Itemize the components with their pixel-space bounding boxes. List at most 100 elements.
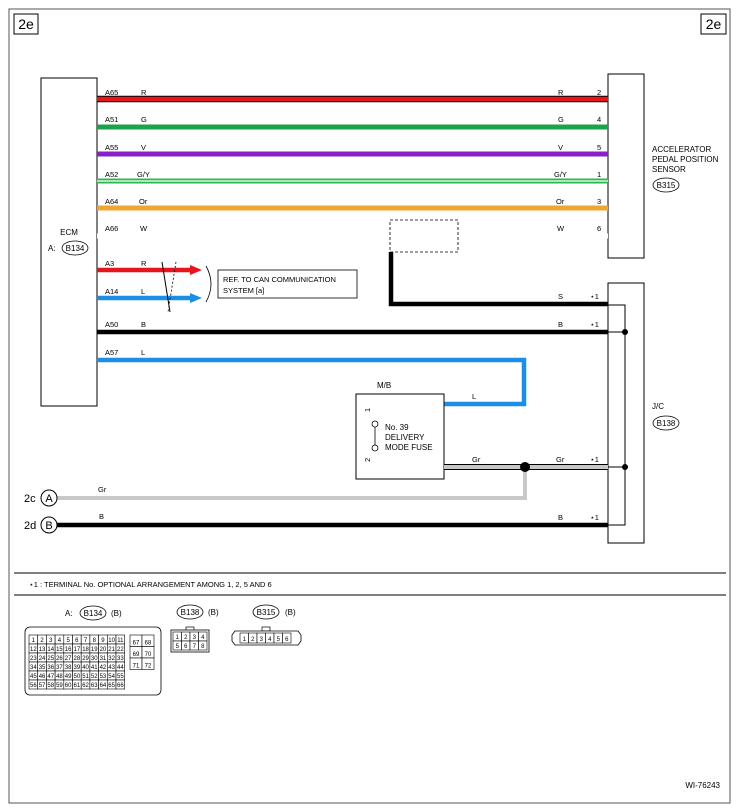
fuse-terminal-1 xyxy=(371,420,379,428)
conn-a-pin: 58 xyxy=(47,683,54,689)
conn-a-pin: 16 xyxy=(65,647,72,653)
sensor-label-3: SENSOR xyxy=(652,165,686,174)
conn-b-oval xyxy=(176,604,204,620)
conn-c-pin-cell xyxy=(282,632,292,644)
right-code-a66: W xyxy=(557,224,565,233)
jc-gr-star: ⋆1 xyxy=(590,455,599,464)
ref-2c-letter: A xyxy=(45,493,53,505)
conn-a-pin: 57 xyxy=(39,683,46,689)
conn-a-pin: 49 xyxy=(65,674,72,680)
conn-c-pin: 5 xyxy=(277,637,281,643)
conn-b-pin: 5 xyxy=(176,644,180,650)
ecm-connector-name: B134 xyxy=(66,244,85,253)
conn-b-pin: 6 xyxy=(184,644,188,650)
conn-a-pin: 43 xyxy=(108,665,115,671)
conn-a-pin: 21 xyxy=(108,647,115,653)
sensor-connector-oval xyxy=(652,177,680,193)
conn-a-pin: 32 xyxy=(108,656,115,662)
conn-a-pin-cell xyxy=(115,679,125,690)
pin-a55: A55 xyxy=(105,143,118,152)
conn-c-pin: 4 xyxy=(268,637,272,643)
page-tag-right-box xyxy=(700,13,727,35)
conn-a-suffix: (B) xyxy=(111,609,122,618)
wire-a14-arrow xyxy=(190,293,202,303)
shield-code: S xyxy=(558,292,563,301)
conn-c-name: B315 xyxy=(257,608,276,617)
ecm-connector-prefix: A: xyxy=(48,244,56,253)
conn-a-pin: 33 xyxy=(117,656,124,662)
conn-a-pin: 34 xyxy=(30,665,37,671)
conn-a-pin: 15 xyxy=(56,647,63,653)
conn-a-pin: 60 xyxy=(65,683,72,689)
conn-a-pin: 61 xyxy=(74,683,81,689)
conn-a-pin: 40 xyxy=(82,665,89,671)
fuse-label-3: MODE FUSE xyxy=(385,443,433,452)
conn-a-pin: 17 xyxy=(74,647,81,653)
conn-a-oval xyxy=(79,605,107,621)
sensor-pin-2: 2 xyxy=(597,88,601,97)
pin-a66: A66 xyxy=(105,224,118,233)
conn-a-pin: 36 xyxy=(47,665,54,671)
mb-pin-2: 2 xyxy=(363,458,372,462)
conn-a-pin: 7 xyxy=(84,638,88,644)
right-code-a64: Or xyxy=(556,197,565,206)
conn-a-pin: 41 xyxy=(91,665,98,671)
conn-a-pin: 52 xyxy=(91,674,98,680)
conn-a-pin: 39 xyxy=(74,665,81,671)
ref-2c-code: Gr xyxy=(98,485,107,494)
conn-c-latch xyxy=(261,626,271,632)
code-a65: R xyxy=(141,88,147,97)
twist-mark-solid xyxy=(161,261,171,313)
can-bracket xyxy=(205,265,212,303)
conn-a-pin: 63 xyxy=(91,683,98,689)
conn-a-pin: 13 xyxy=(39,647,46,653)
conn-a-pin: 29 xyxy=(82,656,89,662)
pin-a64: A64 xyxy=(105,197,118,206)
conn-a-pin: 22 xyxy=(117,647,124,653)
footnote: ⋆1 : TERMINAL No. OPTIONAL ARRANGEMENT A… xyxy=(29,580,272,589)
mb-pin-1: 1 xyxy=(363,408,372,412)
conn-a-pin: 51 xyxy=(82,674,89,680)
mb-block xyxy=(355,393,445,480)
conn-a-pin: 2 xyxy=(40,638,44,644)
shield-star: ⋆1 xyxy=(590,292,599,301)
right-code-a65: R xyxy=(558,88,564,97)
conn-b-pin: 7 xyxy=(193,644,197,650)
conn-a-pin: 62 xyxy=(82,683,89,689)
jc-block xyxy=(607,282,645,544)
ref-2d-star: ⋆1 xyxy=(590,513,599,522)
shield-wire xyxy=(388,252,608,307)
conn-a-pin: 3 xyxy=(49,638,53,644)
conn-a-pin-cell xyxy=(141,657,155,670)
code-a52: G/Y xyxy=(137,170,150,179)
conn-a-pin: 68 xyxy=(145,641,152,647)
conn-a-pin: 4 xyxy=(58,638,62,644)
conn-a-pin: 67 xyxy=(133,641,140,647)
conn-a-pin: 8 xyxy=(93,638,97,644)
code-a3: R xyxy=(141,259,147,268)
conn-a-pin: 18 xyxy=(82,647,89,653)
pin-a52: A52 xyxy=(105,170,118,179)
right-code-a52: G/Y xyxy=(554,170,567,179)
conn-a-pin: 59 xyxy=(56,683,63,689)
pin-a50: A50 xyxy=(105,320,118,329)
conn-c-pin: 6 xyxy=(285,637,289,643)
code-a64: Or xyxy=(139,197,148,206)
conn-a-pin: 46 xyxy=(39,674,46,680)
conn-a-pin: 19 xyxy=(91,647,98,653)
conn-a-pin: 56 xyxy=(30,683,37,689)
conn-c-suffix: (B) xyxy=(285,608,296,617)
code-a14: L xyxy=(141,287,145,296)
conn-a-pin: 70 xyxy=(145,652,152,658)
ref-2c-page: 2c xyxy=(24,493,36,505)
conn-a-pin: 9 xyxy=(101,638,105,644)
conn-a-pin: 10 xyxy=(108,638,115,644)
jc-node-2 xyxy=(622,464,628,470)
sensor-pin-5: 5 xyxy=(597,143,601,152)
conn-a-pin: 72 xyxy=(145,664,152,670)
sensor-block xyxy=(607,73,645,259)
conn-a-pin: 6 xyxy=(75,638,79,644)
